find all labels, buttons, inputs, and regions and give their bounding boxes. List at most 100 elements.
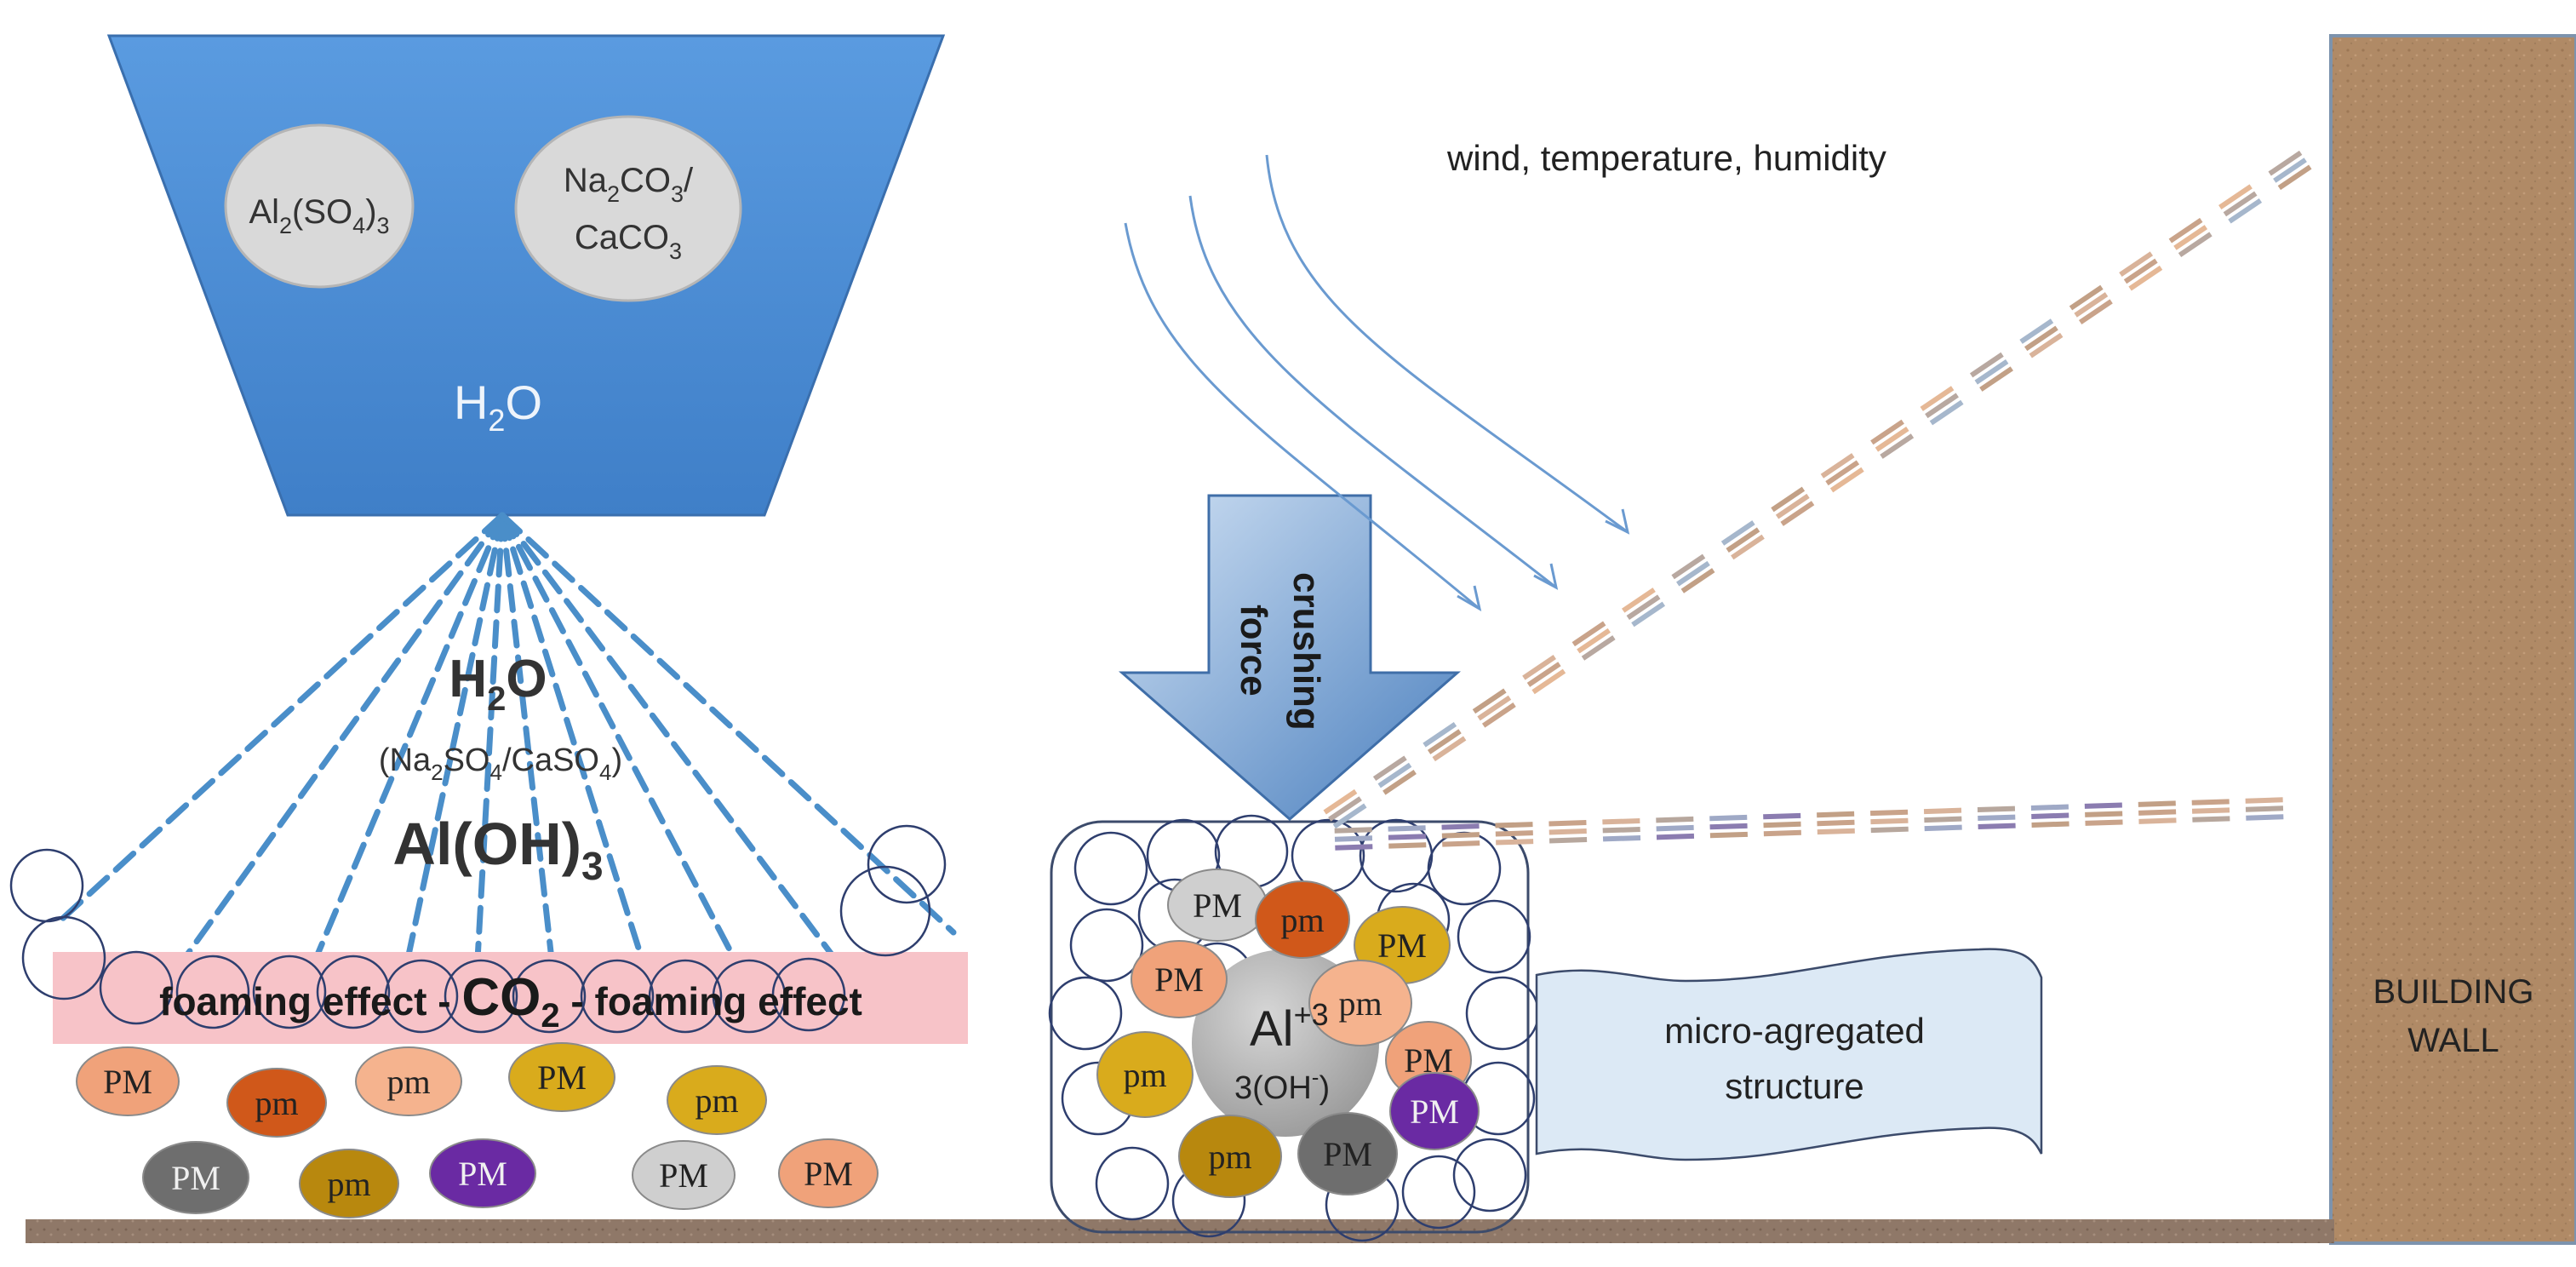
svg-text:PM: PM (1377, 926, 1427, 965)
dispersion-dash (1720, 520, 1755, 546)
dispersion-dash (1334, 835, 1373, 842)
dispersion-dash (1328, 796, 1362, 822)
dispersion-dash (2119, 251, 2154, 277)
dispersion-dash (2191, 807, 2230, 814)
weather-label: wind, temperature, humidity (1446, 138, 1886, 178)
aggregate-bubble (1073, 831, 1148, 906)
svg-text:pm: pm (386, 1063, 430, 1101)
svg-text:PM: PM (1323, 1135, 1372, 1173)
pm-particle: pm (1255, 880, 1350, 959)
dispersion-dash (1323, 788, 1358, 815)
dispersion-dash (1763, 821, 1801, 828)
pm-particle: PM (1297, 1112, 1398, 1195)
pm-particle: pm (355, 1046, 462, 1116)
dispersion-dash (1622, 588, 1656, 613)
dispersion-dash (1526, 662, 1561, 687)
dispersion-dash (2085, 811, 2123, 817)
hydroxide-ion-label: 3(OH-) (1234, 1064, 1330, 1106)
spray-water-label: H2O (449, 650, 547, 718)
spray-fan (56, 512, 957, 978)
foam-band (53, 952, 968, 1044)
dispersion-dash (1602, 817, 1640, 825)
dispersion-dash (1920, 386, 1955, 411)
dispersion-dash (1979, 366, 2013, 392)
dispersion-dash (2138, 809, 2177, 816)
svg-text:pm: pm (1208, 1138, 1251, 1176)
svg-text:PM: PM (1410, 1092, 1459, 1131)
dispersion-dash (2069, 284, 2104, 311)
dispersion-dash (1472, 688, 1507, 714)
dispersion-dash (1929, 399, 1964, 426)
spray-salts-label: (Na2SO4/CaSO4) (379, 742, 622, 785)
dispersion-dash (1427, 729, 1462, 754)
dispersion-dash (1974, 359, 2009, 385)
dispersion-dash (1709, 823, 1748, 830)
dispersion-dash (1977, 805, 2016, 813)
svg-text:pm: pm (1280, 901, 1324, 939)
dispersion-dash (1870, 826, 1909, 834)
dispersion-dash (1332, 803, 1367, 829)
dispersion-dash (1656, 816, 1694, 823)
dispersion-dash (1656, 833, 1695, 840)
pm-particle: pm (1096, 1031, 1194, 1118)
carbonate-disc (514, 115, 742, 302)
aggregate-bubble (1457, 899, 1531, 974)
svg-text:pm: pm (255, 1084, 298, 1122)
aggregate-bubble (1359, 818, 1434, 893)
dispersion-dash (1870, 817, 1909, 825)
dispersion-dash (2178, 232, 2212, 258)
dispersion-dash (2085, 819, 2123, 826)
hopper-water-label: H2O (454, 376, 542, 438)
reagent-hopper: Al2(SO4)3 Na2CO3/ CaCO3 H2O (106, 34, 946, 517)
svg-text:PM: PM (103, 1063, 152, 1101)
dispersion-dash (2245, 805, 2284, 812)
svg-text:PM: PM (804, 1155, 853, 1193)
dispersion-dash (1388, 842, 1427, 849)
svg-text:PM: PM (1193, 886, 1242, 925)
foam-bubbles (9, 824, 947, 1034)
pm-particle: pm (667, 1065, 767, 1135)
dispersion-dash (1870, 419, 1904, 445)
dispersion-dash (1680, 568, 1715, 593)
dispersion-dash (2268, 150, 2303, 176)
svg-text:PM: PM (537, 1058, 587, 1097)
dispersion-dash (1382, 770, 1417, 795)
dispersion-dash (1432, 736, 1467, 762)
aluminium-sulfate-label: Al2(SO4)3 (249, 193, 389, 238)
aggregate-bubble (1401, 1155, 1476, 1230)
wall-label-line2: WALL (2407, 1022, 2499, 1059)
dispersion-dash (1969, 352, 2004, 378)
dispersion-dash (1495, 822, 1533, 828)
aggregate-bubble (1069, 908, 1144, 983)
dispersion-dash (1477, 695, 1512, 721)
dispersion-dash (1631, 601, 1666, 628)
dispersion-dash (1531, 668, 1566, 695)
dispersion-dash (1441, 823, 1480, 830)
dispersion-dash (2192, 816, 2230, 823)
svg-text:pm: pm (1338, 984, 1382, 1023)
dispersion-dash (2273, 158, 2307, 183)
dispersion-dash (1880, 433, 1915, 459)
dispersion-dash (1481, 702, 1516, 728)
dispersion-dash (2030, 804, 2069, 811)
crushing-label: crushing (1285, 572, 1327, 731)
dispersion-dash (1775, 493, 1810, 519)
dispersion-dash (1377, 762, 1412, 788)
dispersion-dash (1671, 553, 1706, 580)
dispersion-dash (1978, 814, 2016, 822)
pm-particle: pm (299, 1149, 399, 1218)
dispersion-dash (2173, 225, 2208, 250)
pm-particle: PM (632, 1140, 736, 1210)
dispersion-paths (1323, 150, 2312, 851)
aluminium-sulfate-disc (224, 123, 415, 289)
pm-particle: pm (1308, 960, 1412, 1046)
dispersion-dash (2031, 812, 2069, 819)
dispersion-dash (1780, 501, 1815, 526)
dispersion-dash (2228, 198, 2263, 224)
dispersion-dash (2277, 164, 2312, 191)
dispersion-dash (2074, 292, 2109, 318)
dispersion-dash (1602, 834, 1641, 842)
wall-label-line1: BUILDING (2373, 973, 2534, 1011)
